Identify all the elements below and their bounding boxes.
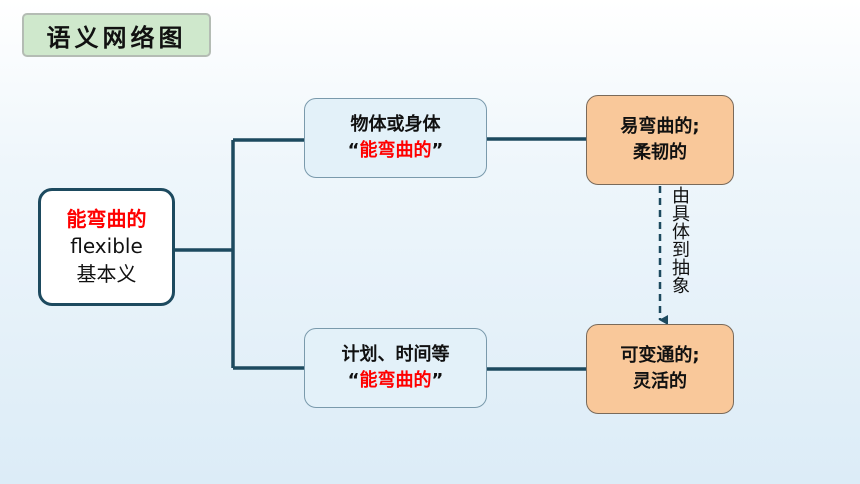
branch-quote: “能弯曲的” xyxy=(348,138,444,164)
branch-quote: “能弯曲的” xyxy=(348,368,444,394)
branch-highlight: 能弯曲的 xyxy=(359,370,432,391)
meaning-line: 易弯曲的; xyxy=(620,115,700,137)
meaning-node-abstract: 可变通的; 灵活的 xyxy=(586,324,734,414)
branch-node-abstract: 计划、时间等 “能弯曲的” xyxy=(304,328,487,408)
quote-close: ” xyxy=(431,370,444,391)
quote-open: “ xyxy=(347,140,360,161)
branch-label: 物体或身体 xyxy=(350,113,441,135)
quote-open: “ xyxy=(347,370,360,391)
meaning-line: 可变通的; xyxy=(620,344,700,366)
transition-note: 由具体到抽象 xyxy=(669,186,690,294)
root-headword: 能弯曲的 xyxy=(66,206,147,231)
root-node: 能弯曲的 flexible 基本义 xyxy=(38,188,175,306)
root-sense-label: 基本义 xyxy=(76,261,137,286)
meaning-line: 柔韧的 xyxy=(633,142,687,163)
meaning-line: 灵活的 xyxy=(633,371,687,392)
quote-close: ” xyxy=(431,140,444,161)
branch-label: 计划、时间等 xyxy=(341,343,450,365)
meaning-node-physical: 易弯曲的; 柔韧的 xyxy=(586,95,734,185)
branch-node-physical: 物体或身体 “能弯曲的” xyxy=(304,98,487,178)
diagram-title: 语义网络图 xyxy=(22,13,211,57)
root-english: flexible xyxy=(70,234,143,259)
branch-highlight: 能弯曲的 xyxy=(359,140,432,161)
